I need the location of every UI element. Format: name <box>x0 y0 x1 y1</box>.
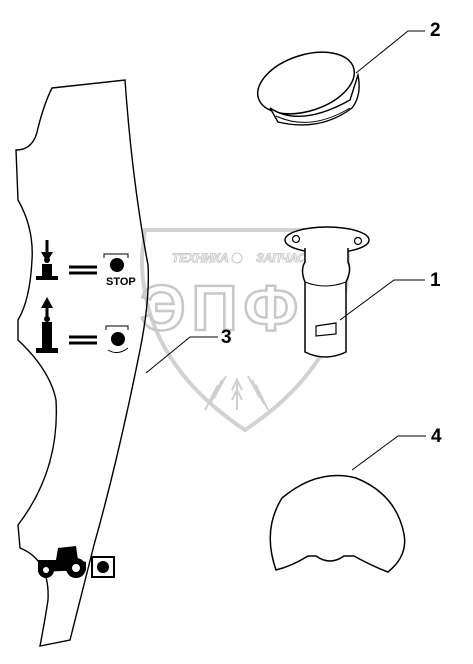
callout-1: 1 <box>430 270 441 291</box>
equals-icon <box>69 335 97 345</box>
part-4-pad <box>269 474 406 573</box>
tractor-icon <box>38 546 86 578</box>
leader-line-2 <box>355 30 425 74</box>
stop-button-icon: STOP <box>103 253 136 288</box>
leader-lines <box>145 30 426 471</box>
stop-label: STOP <box>106 276 136 288</box>
leader-line-3 <box>145 336 218 374</box>
part-2-cap <box>256 51 360 126</box>
callout-3: 3 <box>221 327 232 348</box>
watermark-text-left: ТЕХНИКА <box>172 251 229 265</box>
watermark-wheat-icon <box>204 375 269 411</box>
watermark-big-letters: ЭПФ <box>140 272 304 344</box>
raise-hitch-symbol <box>36 297 58 353</box>
watermark-gear-icon <box>231 252 243 264</box>
rotate-button-icon <box>105 325 129 354</box>
lower-hitch-symbol <box>36 240 58 280</box>
part-1-plug <box>284 226 370 358</box>
tractor-button-icon <box>91 556 115 578</box>
decal-sheet: STOP <box>15 79 150 647</box>
watermark: ТЕХНИКА ЗАПЧАСТИ ЭПФ <box>139 228 351 433</box>
callout-4: 4 <box>431 426 442 447</box>
leader-line-4 <box>351 435 426 471</box>
callout-2: 2 <box>430 20 441 41</box>
equals-icon <box>69 265 97 275</box>
leader-line-1 <box>339 279 425 321</box>
